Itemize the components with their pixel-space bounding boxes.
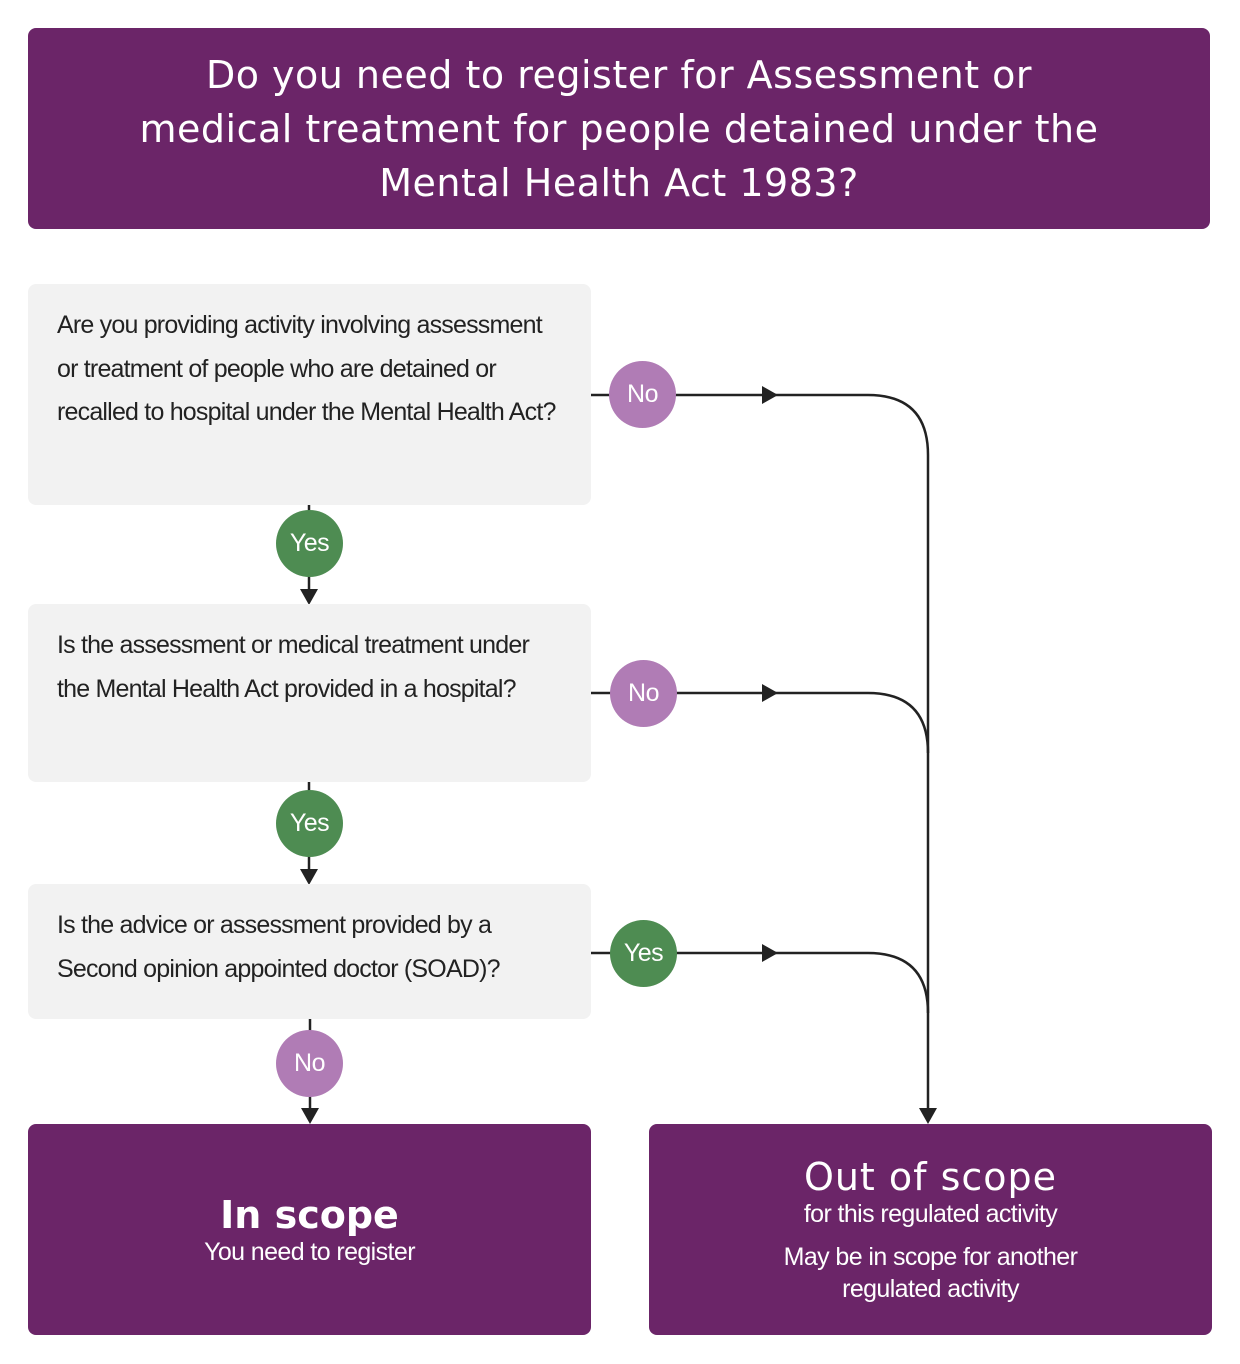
result-subtitle: for this regulated activity <box>803 1199 1058 1228</box>
arrowhead-to-out-scope <box>919 1108 937 1124</box>
connector-q2-curve <box>770 691 930 754</box>
answer-badge-yes: Yes <box>610 920 677 987</box>
answer-badge-no: No <box>276 1030 343 1097</box>
arrowhead-q2-side <box>762 684 778 702</box>
answer-badge-no: No <box>609 361 676 428</box>
arrowhead-q3-side <box>762 944 778 962</box>
question-text: Is the assessment or medical treatment u… <box>57 631 530 703</box>
answer-badge-yes: Yes <box>276 790 343 857</box>
arrowhead-to-q3 <box>300 869 318 885</box>
connector-q3-curve <box>770 951 930 1014</box>
answer-badge-no: No <box>610 660 677 727</box>
result-title: In scope <box>220 1192 399 1237</box>
answer-badge-yes: Yes <box>276 510 343 577</box>
result-out-of-scope: Out of scope for this regulated activity… <box>649 1124 1212 1335</box>
connector-q1-curve <box>770 393 930 1110</box>
arrowhead-to-in-scope <box>301 1108 319 1124</box>
flowchart-title: Do you need to register for Assessment o… <box>139 52 1099 205</box>
result-subtitle: You need to register <box>204 1237 415 1266</box>
question-text: Are you providing activity involving ass… <box>57 311 556 426</box>
result-in-scope: In scope You need to register <box>28 1124 591 1335</box>
question-box-2: Is the assessment or medical treatment u… <box>28 604 591 782</box>
result-note: May be in scope for another regulated ac… <box>783 1242 1078 1303</box>
question-box-1: Are you providing activity involving ass… <box>28 284 591 505</box>
question-text: Is the advice or assessment provided by … <box>57 911 501 983</box>
question-box-3: Is the advice or assessment provided by … <box>28 884 591 1019</box>
result-title: Out of scope <box>803 1154 1058 1199</box>
arrowhead-q1-side <box>762 386 778 404</box>
flowchart-title-box: Do you need to register for Assessment o… <box>28 28 1210 229</box>
arrowhead-to-q2 <box>300 589 318 605</box>
